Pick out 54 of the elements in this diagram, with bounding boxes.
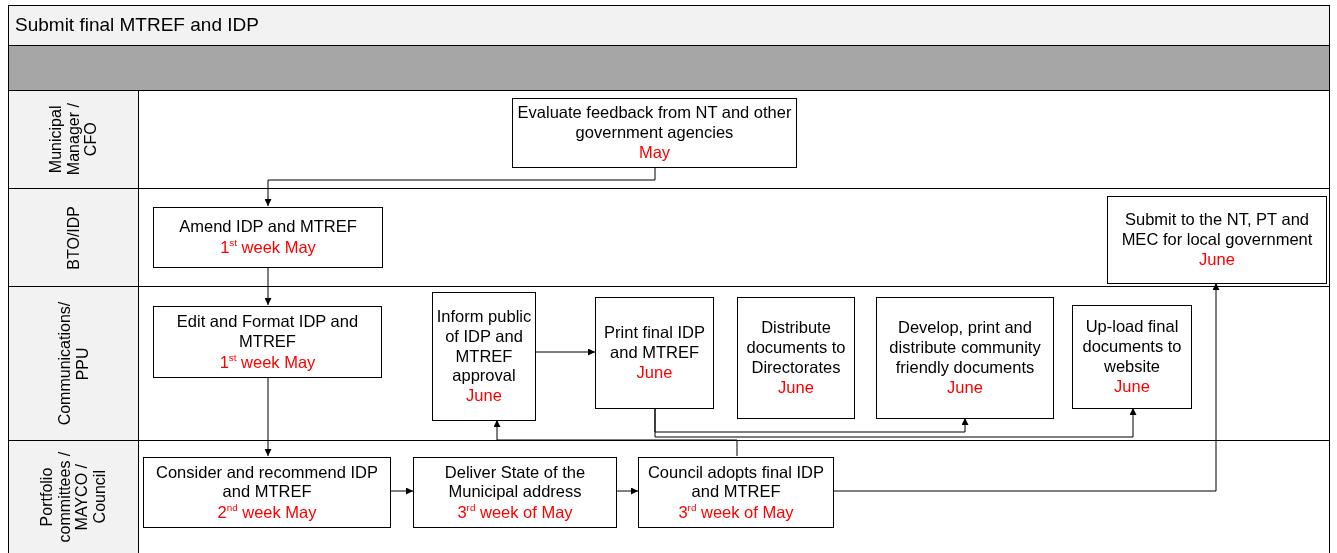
process-text: Consider and recommend IDP and MTREF	[155, 462, 379, 503]
process-text: Develop, print and distribute community friendly documents	[888, 318, 1042, 378]
date-text: 1$^{st}$ week May	[220, 237, 316, 258]
process-text: Edit and Format IDP and MTREF	[175, 312, 360, 352]
date-text: June	[947, 377, 983, 398]
process-box	[1107, 196, 1327, 284]
process-text: Amend IDP and MTREF	[179, 217, 357, 238]
swimlane	[8, 90, 1330, 189]
process-box	[153, 207, 383, 268]
process-box	[876, 297, 1054, 419]
process-box	[432, 292, 536, 421]
lane-label: Communications/ PPU	[55, 300, 92, 428]
process-text: Inform public of IDP and MTREF approval	[435, 307, 533, 387]
arrow	[654, 407, 1137, 438]
process-text: Submit to the NT, PT and MEC for local government	[1120, 210, 1314, 250]
arrow	[833, 282, 1220, 492]
date-text: 3$^{rd}$ week of May	[457, 502, 573, 523]
date-text: June	[466, 386, 502, 406]
swimlane	[8, 188, 1330, 287]
date-text: 2$^{nd}$ week May	[217, 502, 317, 523]
process-text: Print final IDP and MTREF	[603, 323, 706, 363]
date-text: 1$^{st}$ week May	[219, 351, 316, 372]
process-box	[638, 457, 834, 528]
arrow	[264, 166, 656, 207]
process-box	[143, 457, 391, 528]
process-box	[512, 98, 797, 168]
date-text: May	[638, 142, 671, 163]
arrow	[264, 376, 272, 457]
process-text: Distribute documents to Directorates	[745, 318, 847, 378]
date-text: June	[636, 362, 673, 383]
arrow	[390, 487, 414, 495]
process-text: Council adopts final IDP and MTREF	[646, 462, 826, 503]
process-box	[153, 306, 382, 378]
title: Submit final MTREF and IDP	[15, 14, 259, 35]
arrow	[264, 266, 272, 306]
process-text: Up-load final documents to website	[1081, 317, 1183, 377]
process-text: Deliver State of the Municipal address	[443, 462, 587, 503]
process-box	[737, 297, 855, 419]
swimlane	[8, 286, 1330, 441]
arrow	[535, 348, 596, 356]
arrow	[616, 487, 639, 495]
date-text: June	[778, 377, 814, 398]
lane-label: BTO/IDP	[64, 205, 83, 270]
swimlane	[8, 440, 1330, 553]
lane-label: Portfolio committees / MAYCO / Council	[38, 450, 109, 545]
lane-label: Municipal Manager / CFO	[47, 102, 100, 178]
date-text: June	[1199, 249, 1235, 270]
process-text: Evaluate feedback from NT and other government agencies	[516, 103, 793, 143]
process-box	[595, 297, 714, 409]
date-text: June	[1114, 376, 1150, 397]
date-text: 3$^{rd}$ week of May	[678, 502, 794, 523]
process-box	[1072, 305, 1192, 409]
arrow	[493, 419, 738, 457]
process-box	[413, 457, 617, 528]
